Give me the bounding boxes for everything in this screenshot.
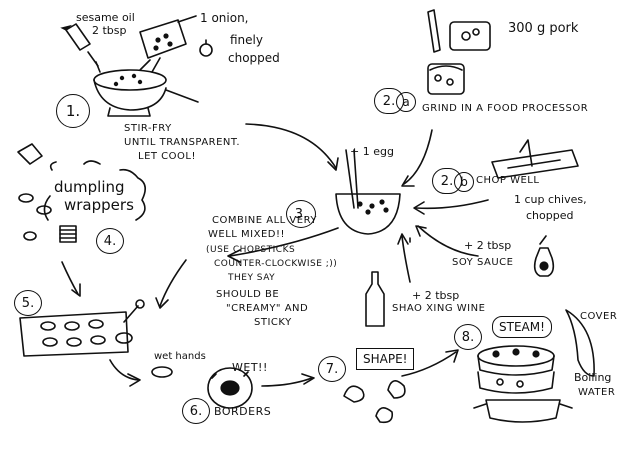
- cutting-board-icon: [139, 15, 197, 73]
- wet-hands-icon: [151, 366, 253, 409]
- step-3-line-4: COUNTER-CLOCKWISE ;)): [214, 259, 338, 269]
- step-1-line-3: LET COOL!: [138, 151, 196, 162]
- step-4-number: 4.: [96, 228, 124, 254]
- onion-icon: [199, 39, 213, 57]
- wine-amount: + 2 tbsp: [412, 289, 460, 302]
- step-2a-sub: a: [396, 92, 416, 112]
- step-3-line-8: STICKY: [254, 317, 292, 328]
- step-5-number: 5.: [14, 290, 42, 316]
- pork-label: 300 g pork: [508, 21, 579, 36]
- water-label-1: Boiling: [574, 371, 612, 384]
- step-2b-sub: b: [454, 172, 474, 192]
- soy-label: SOY SAUCE: [452, 257, 514, 268]
- steamer-icon: [473, 309, 595, 423]
- step-2b-line-2: 1 cup chives,: [514, 193, 587, 206]
- shape-label: SHAPE!: [356, 348, 415, 370]
- onion-prep-2: chopped: [228, 51, 280, 65]
- oil-bottle-icon: [60, 23, 101, 73]
- wok-icon: [93, 69, 199, 117]
- step-2a-instruction: GRIND IN A FOOD PROCESSOR: [422, 103, 589, 114]
- step-6-number: 6.: [182, 398, 210, 424]
- mixing-bowl-icon: [335, 149, 401, 235]
- step-7-number: 7.: [318, 356, 346, 382]
- egg-label: + 1 egg: [350, 145, 394, 158]
- soy-amount: + 2 tbsp: [464, 239, 512, 252]
- borders-label: BORDERS: [214, 405, 272, 418]
- wine-bottle-icon: [365, 271, 385, 327]
- step-1-number: 1.: [56, 94, 90, 128]
- tray-icon: [19, 299, 145, 357]
- wrappers-label-1: dumpling: [54, 178, 125, 196]
- soy-sauce-bottle-icon: [533, 247, 555, 277]
- step-1-line-1: STIR-FRY: [124, 123, 172, 134]
- onion-prep-1: finely: [230, 33, 263, 47]
- food-processor-icon: [427, 9, 491, 95]
- wet-hands-label: wet hands: [154, 351, 206, 362]
- cover-label: COVER: [580, 311, 618, 322]
- water-label-2: WATER: [578, 387, 616, 398]
- step-3-line-5: THEY SAY: [228, 273, 276, 283]
- steam-label: STEAM!: [492, 316, 552, 338]
- step-3-line-1: COMBINE ALL VERY: [212, 215, 318, 226]
- step-8-number: 8.: [454, 324, 482, 350]
- step-3-line-7: "CREAMY" AND: [226, 303, 309, 314]
- dumplings-icon: [343, 380, 406, 424]
- oil-amount: 2 tbsp: [92, 24, 127, 37]
- step-3-line-6: SHOULD BE: [216, 289, 280, 300]
- step-3-line-3: (USE CHOPSTICKS: [206, 245, 296, 255]
- wrappers-icon: [17, 143, 146, 243]
- step-3-line-2: WELL MIXED!!: [208, 229, 285, 240]
- chives-icon: [491, 139, 579, 179]
- step-1-line-2: UNTIL TRANSPARENT.: [124, 137, 241, 148]
- wine-label: SHAO XING WINE: [392, 303, 486, 314]
- step-2b-line-3: chopped: [526, 209, 574, 222]
- step-3-number: 3.: [286, 200, 316, 228]
- wet-label: WET!!: [232, 361, 268, 374]
- oil-label: sesame oil: [76, 11, 135, 24]
- flow-arrows: [61, 123, 547, 387]
- step-2b-line-1: CHOP WELL: [476, 175, 540, 186]
- onion-label: 1 onion,: [200, 11, 249, 25]
- wrappers-label-2: wrappers: [64, 196, 134, 214]
